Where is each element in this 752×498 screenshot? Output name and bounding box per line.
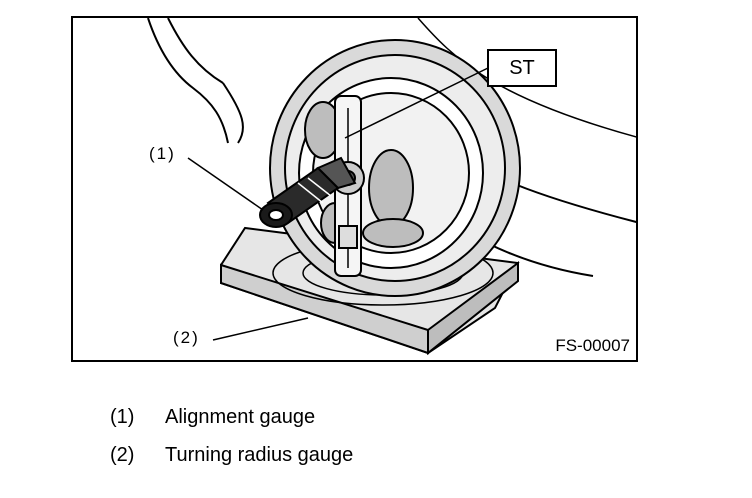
legend-text: Alignment gauge [165, 405, 316, 428]
legend-number: (2) [110, 443, 135, 466]
wheel-tire [269, 39, 521, 297]
callout-1: (1) [149, 144, 176, 163]
legend-item-2: (2) Turning radius gauge [110, 436, 353, 474]
st-callout-box: ST [487, 49, 557, 87]
diagram-figure: ST (1) (2) FS-00007 [71, 16, 638, 362]
callout-2: (2) [173, 328, 200, 347]
legend-text: Turning radius gauge [165, 443, 354, 466]
legend-number: (1) [110, 405, 135, 428]
alignment-gauge [259, 156, 357, 228]
legend-item-1: (1) Alignment gauge [110, 398, 353, 436]
wheel-gauge-illustration [147, 18, 636, 356]
figure-id-label: FS-00007 [555, 336, 630, 355]
leader-lines [187, 67, 489, 341]
legend: (1) Alignment gauge (2) Turning radius g… [110, 398, 353, 474]
